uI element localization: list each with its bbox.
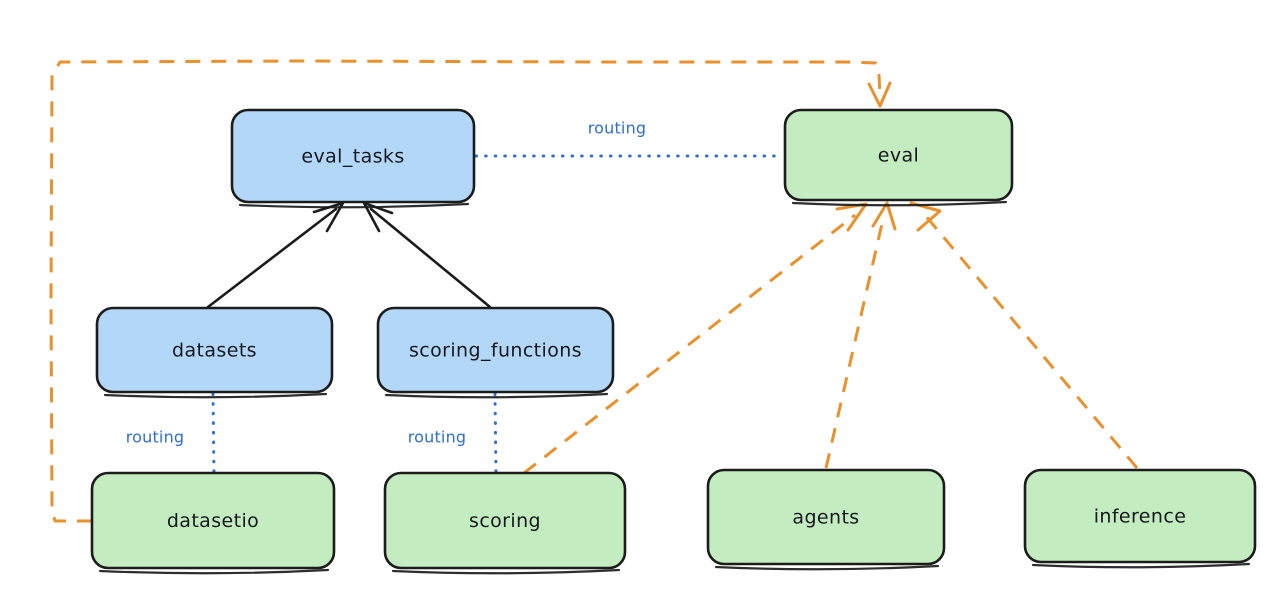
edge-agents-eval-arrowhead — [871, 201, 897, 231]
edge-agents-eval — [824, 201, 897, 469]
node-eval[interactable]: eval — [783, 108, 1014, 207]
edge-datasets-datasetio-line — [211, 392, 216, 475]
node-scoring-functions-shadow — [384, 392, 609, 399]
node-datasetio-label: datasetio — [167, 510, 259, 532]
node-datasetio[interactable]: datasetio — [90, 471, 336, 575]
node-agents-box — [706, 468, 946, 566]
node-inference-shadow — [1031, 562, 1251, 569]
node-eval-tasks-box — [230, 108, 476, 204]
node-scoring-label: scoring — [469, 510, 541, 532]
node-scoring-functions[interactable]: scoring_functions — [376, 306, 615, 399]
node-inference[interactable]: inference — [1023, 468, 1257, 569]
edge-label-routing-scoring-functions: routing — [408, 428, 467, 447]
edge-label-routing-eval-tasks: routing — [588, 119, 647, 138]
node-agents[interactable]: agents — [706, 468, 946, 571]
node-eval-tasks[interactable]: eval_tasks — [230, 108, 476, 209]
node-scoring-functions-label: scoring_functions — [409, 340, 582, 362]
node-datasets[interactable]: datasets — [95, 306, 334, 399]
edge-scoring-functions-eval-tasks-line — [369, 207, 492, 309]
node-eval-label: eval — [878, 145, 919, 167]
node-datasetio-shadow — [98, 568, 330, 575]
node-datasets-shadow — [103, 392, 328, 399]
node-agents-shadow — [714, 564, 940, 571]
node-inference-label: inference — [1094, 506, 1187, 528]
node-scoring[interactable]: scoring — [383, 471, 627, 575]
node-datasetio-box — [90, 471, 336, 570]
edge-datasets-datasetio: routing — [126, 392, 216, 475]
node-scoring-box — [383, 471, 627, 570]
edge-datasets-eval-tasks — [206, 201, 345, 309]
node-inference-box — [1023, 468, 1257, 564]
edge-inference-eval — [909, 201, 1139, 469]
nodes-layer: eval_tasks eval datasets scoring_functio… — [90, 108, 1257, 575]
edge-eval-tasks-eval: routing — [474, 119, 785, 158]
edge-scoring-functions-eval-tasks — [362, 201, 492, 309]
node-agents-label: agents — [792, 507, 859, 529]
edge-datasets-eval-tasks-line — [206, 207, 338, 309]
node-datasets-label: datasets — [172, 340, 257, 362]
node-eval-tasks-label: eval_tasks — [301, 146, 404, 168]
edge-scoring-functions-scoring-line — [493, 392, 498, 475]
edge-datasetio-eval-arrowhead — [867, 81, 892, 108]
edge-agents-eval-line — [824, 214, 886, 469]
node-scoring-shadow — [391, 568, 621, 575]
edge-scoring-eval — [523, 202, 868, 475]
node-scoring-functions-box — [376, 306, 615, 394]
edge-label-routing-datasets: routing — [126, 428, 185, 447]
edge-scoring-eval-arrowhead — [835, 202, 868, 232]
node-eval-box — [783, 108, 1014, 202]
edge-scoring-eval-line — [523, 213, 856, 475]
edge-scoring-functions-scoring: routing — [408, 392, 498, 475]
edge-inference-eval-line — [923, 214, 1139, 469]
edge-datasetio-eval — [49, 59, 892, 523]
node-datasets-box — [95, 306, 334, 394]
node-eval-shadow — [791, 200, 1008, 207]
node-eval-tasks-shadow — [238, 202, 470, 209]
